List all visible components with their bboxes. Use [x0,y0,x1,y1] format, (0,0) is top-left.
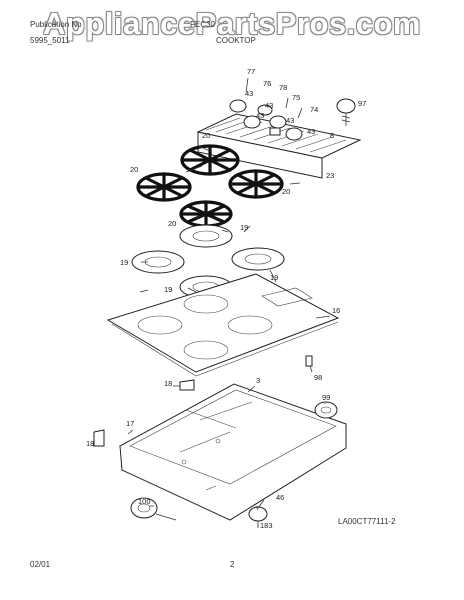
callout-74: 74 [310,105,318,114]
callout-23: 23 [326,171,334,180]
cooktop-base-pan [118,383,348,521]
callout-99: 99 [322,393,330,402]
callout-78: 78 [279,83,287,92]
part-98 [305,355,313,367]
callout-19-c: 19 [164,285,172,294]
footer-date: 02/01 [30,560,51,569]
callout-19-b: 19 [120,258,128,267]
publication-label: Publication No [30,20,82,29]
bracket-18-upper [179,379,195,391]
callout-labels: 77 76 78 75 43 43 43 43 43 74 97 8 20 20… [86,67,366,530]
callout-20-b: 20 [130,165,138,174]
publication-number: 5995_5011 [30,36,70,45]
section-title: COOKTOP [216,36,256,45]
callout-75: 75 [292,93,300,102]
callout-46: 46 [276,493,284,502]
cooktop-top [106,273,340,377]
callout-183: 183 [260,521,273,530]
burner-grates [136,144,284,228]
part-100-valve [130,497,177,521]
callout-3: 3 [256,376,260,385]
callout-98: 98 [314,373,322,382]
callout-43-e: 43 [307,127,315,136]
callout-16: 16 [332,306,340,315]
callout-43-a: 43 [245,89,253,98]
callout-100: 100 [138,497,151,506]
callout-43-c: 43 [256,111,264,120]
bracket-18-lower [93,429,105,447]
knob-parts [229,77,303,141]
model-label: FEC30 [190,20,215,29]
part-183 [248,506,268,528]
callout-8: 8 [330,131,334,140]
screw-97 [336,98,356,126]
part-99 [314,401,338,419]
callout-18-b: 18 [86,439,94,448]
callout-20-a: 20 [202,131,210,140]
drip-bowls [131,224,285,299]
callout-18-a: 18 [164,379,172,388]
callout-20-c: 20 [282,187,290,196]
callout-76: 76 [263,79,271,88]
page-number: 2 [230,560,235,569]
callout-20-d: 20 [168,219,176,228]
watermark-text: AppliancePartsPros.com [43,6,421,41]
callout-19-d: 19 [270,273,278,282]
diagram-code: LA00CT77111-2 [338,517,396,526]
control-panel [196,113,362,179]
callout-43-d: 43 [286,116,294,125]
callout-43-b: 43 [265,101,273,110]
callout-19-a: 19 [240,223,248,232]
callout-77: 77 [247,67,255,76]
callout-97: 97 [358,99,366,108]
leader-lines [92,145,331,511]
callout-17: 17 [126,419,134,428]
